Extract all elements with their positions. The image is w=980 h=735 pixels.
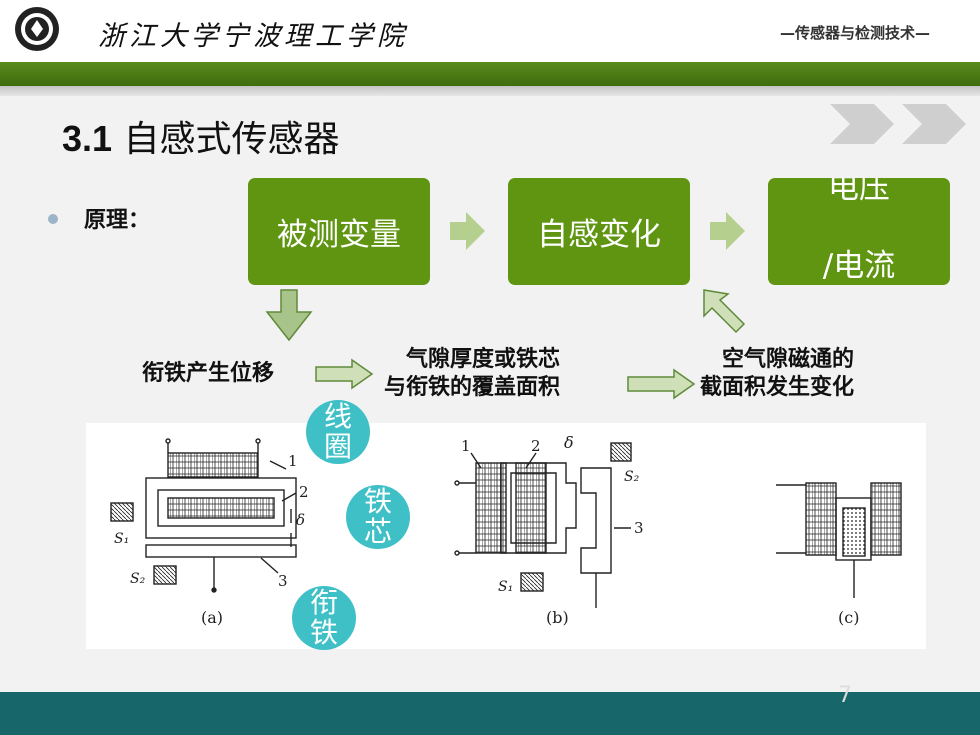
footer-bar [0,692,980,735]
diagram-b [454,442,632,608]
arrow-right-outline-icon [315,358,374,390]
principle-label: 原理： [84,207,151,233]
flow-box-3-line2: /电流 [822,247,896,284]
coil-callout: 线圈 [306,400,370,464]
grey-band [0,86,980,96]
flow-box-3-line1: 电压 [828,178,890,206]
title-number: 3.1 [62,118,113,159]
flow-box-1-text: 被测变量 [277,217,401,253]
arrow-right-icon [710,212,745,250]
slide-title: 3.1 自感式传感器 [62,110,340,162]
armature-callout: 衔铁 [292,586,356,650]
label-s2-b: S₂ [624,469,640,485]
label-a: (a) [201,608,223,627]
label-delta-b: δ [564,433,574,452]
chevron-decoration-icon [830,104,966,144]
core-callout: 铁芯 [346,485,410,549]
green-band [0,62,980,86]
page-number: 7 [838,683,852,708]
sensor-structure-figure: 1 2 3 δ S₁ S₂ (a) 1 2 δ 3 S₂ S₁ (b) [86,423,926,649]
label-s1-b: S₁ [498,579,513,595]
school-name: 浙江大学宁波理工学院 [98,21,408,52]
flow-box-2-text: 自感变化 [537,217,661,253]
label-s1-a: S₁ [114,531,129,547]
core-callout-text: 铁芯 [363,485,392,548]
label-s2-a: S₂ [130,571,146,587]
step-2-line2: 与衔铁的覆盖面积 [384,374,561,400]
bullet-dot-icon [48,214,58,224]
label-3-a: 3 [278,572,288,590]
label-1-b: 1 [461,437,471,455]
flow-box-inductance-change: 自感变化 [508,178,690,285]
coil-callout-text: 线圈 [323,400,352,463]
step-3-line1: 空气隙磁通的 [722,346,855,372]
step-armature-displacement: 衔铁产生位移 [142,360,275,386]
label-2-a: 2 [299,483,309,501]
course-title: —传感器与检测技术— [779,24,930,42]
university-emblem-icon [15,7,59,51]
label-3-b: 3 [634,519,644,537]
sensor-diagrams: 1 2 3 δ S₁ S₂ (a) 1 2 δ 3 S₂ S₁ (b) [110,433,902,627]
arrow-down-icon [265,289,313,342]
label-2-b: 2 [531,437,541,455]
flow-box-measured-variable: 被测变量 [248,178,430,285]
label-delta-a: δ [296,511,305,529]
step-gap-area: 气隙厚度或铁芯 与衔铁的覆盖面积 [384,345,560,401]
flow-box-voltage-current: 电压 /电流 [768,178,950,285]
school-logo-area: 浙江大学宁波理工学院 [0,0,425,62]
diagram-a [110,438,297,593]
title-text: 自感式传感器 [123,119,340,160]
label-c: (c) [838,608,859,627]
arrow-right-icon [450,212,485,250]
arrow-right-outline-icon [627,368,696,400]
diagram-c [776,482,902,598]
step-3-line2: 截面积发生变化 [700,374,855,400]
step-flux-area: 空气隙磁通的 截面积发生变化 [700,345,854,401]
arrow-up-left-icon [703,289,746,334]
step-2-line1: 气隙厚度或铁芯 [406,346,561,372]
label-b: (b) [546,608,569,627]
armature-callout-text: 衔铁 [309,586,338,649]
label-1-a: 1 [288,452,298,470]
